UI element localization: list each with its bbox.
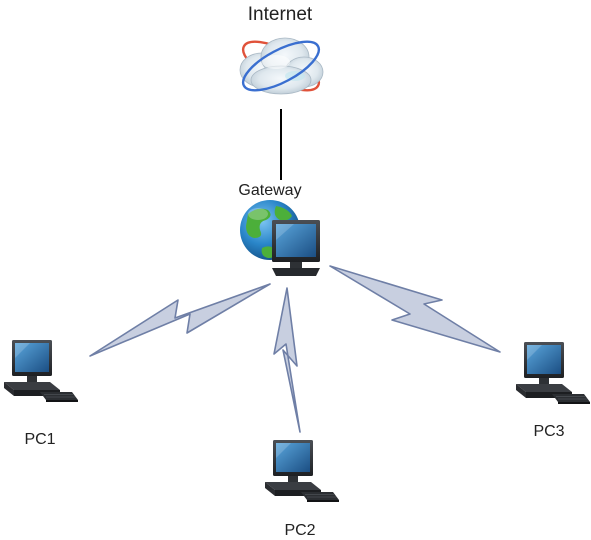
pc3-node[interactable]: PC3 xyxy=(515,341,591,440)
gateway-label: Gateway xyxy=(238,182,301,199)
globe-computer-icon xyxy=(240,200,320,276)
internet-label: Internet xyxy=(248,4,313,25)
desktop-computer-icon xyxy=(3,339,79,403)
internet-node[interactable]: Internet xyxy=(236,4,343,106)
pc3-label: PC3 xyxy=(533,423,564,440)
connections-layer xyxy=(89,109,501,433)
wireless-link-gateway-pc1 xyxy=(89,283,271,357)
gateway-node[interactable]: Gateway xyxy=(238,182,320,276)
pc2-node[interactable]: PC2 xyxy=(264,439,340,539)
pc2-label: PC2 xyxy=(284,522,315,539)
wireless-link-gateway-pc2 xyxy=(273,287,301,433)
cloud-icon xyxy=(239,37,324,95)
desktop-computer-icon xyxy=(515,341,591,405)
desktop-computer-icon xyxy=(264,439,340,503)
wireless-link-gateway-pc3 xyxy=(329,265,501,353)
pc1-node[interactable]: PC1 xyxy=(3,339,79,448)
pc1-label: PC1 xyxy=(24,431,55,448)
